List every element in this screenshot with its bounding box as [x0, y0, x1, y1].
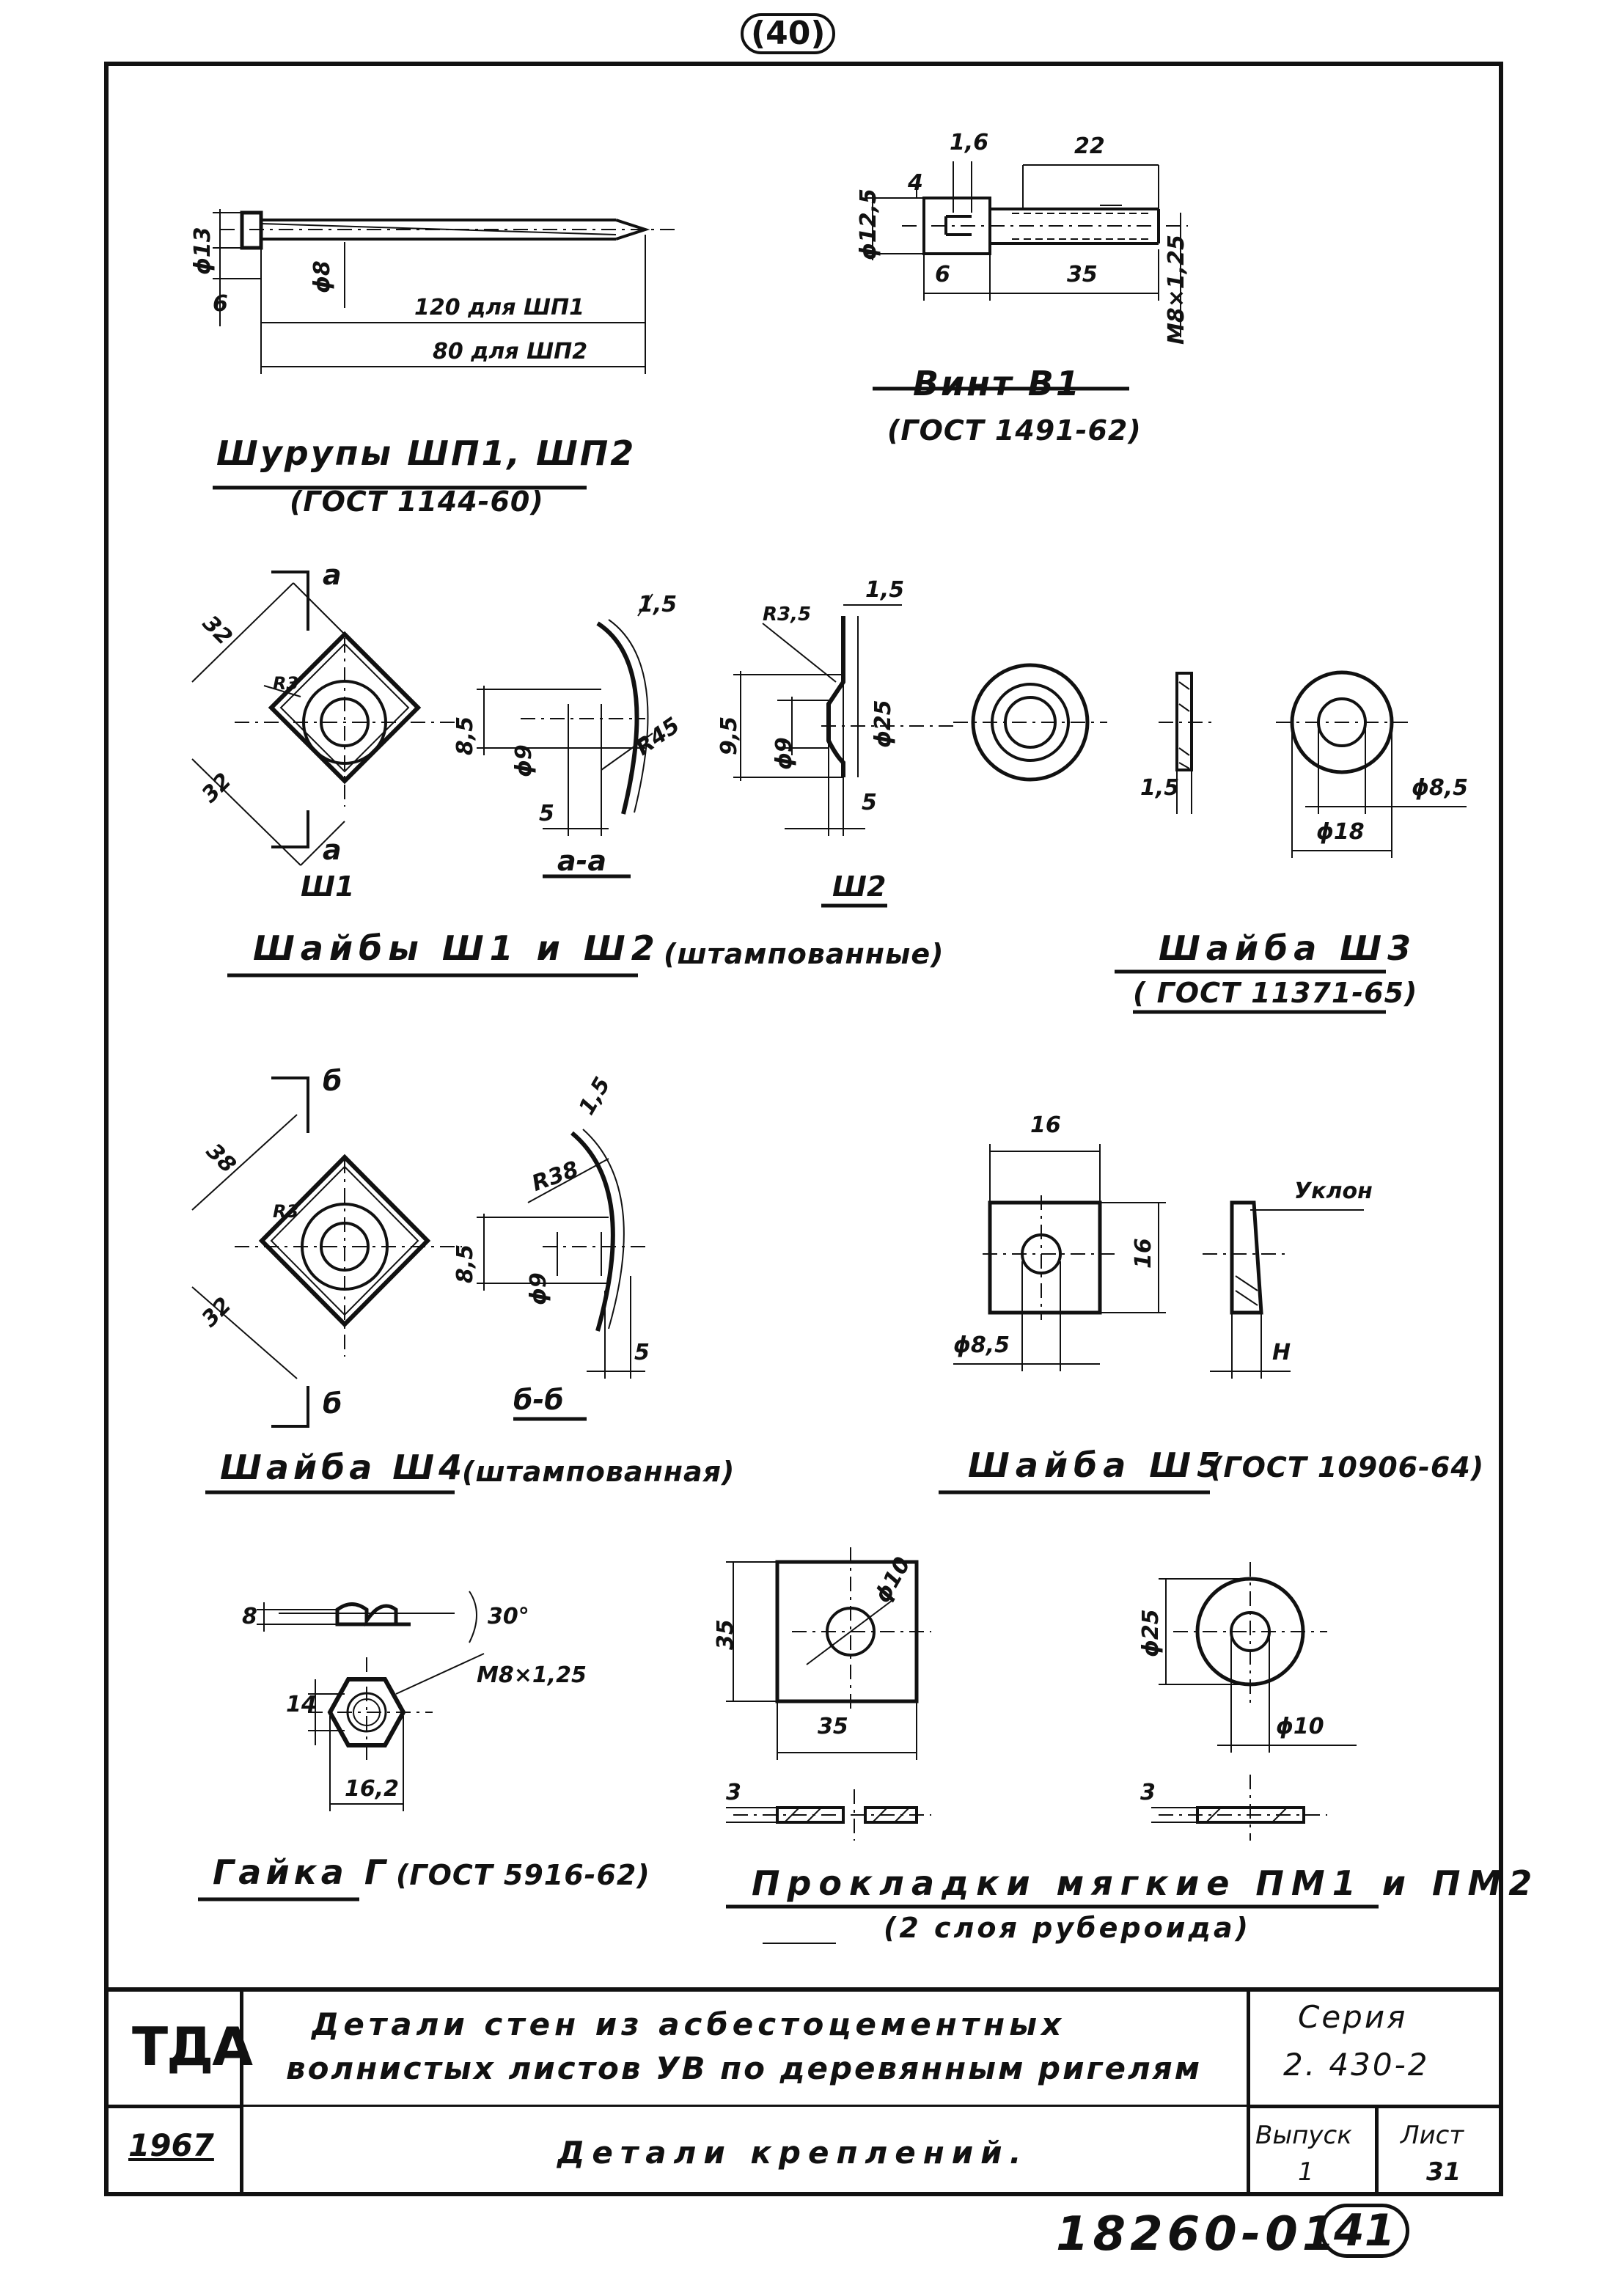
w1-cut-bottom: а: [323, 834, 342, 866]
w5-thick: Н: [1272, 1340, 1291, 1365]
w2-r: R3,5: [763, 604, 812, 626]
b1-dim-1: 1,6: [950, 130, 989, 155]
w3-dia-out: ϕ18: [1316, 819, 1365, 845]
b1-head-h: 6: [935, 262, 950, 287]
screws-len2: 80 для ШП2: [433, 339, 588, 364]
pm1-w: 35: [818, 1714, 848, 1739]
w1-dia: ϕ9: [511, 744, 537, 777]
w2-h: 9,5: [716, 716, 742, 755]
w2-dia2: ϕ25: [870, 700, 896, 748]
tb-title-line1: Детали стен из асбестоцементных: [312, 2006, 1066, 2042]
pm1-t: 3: [726, 1780, 741, 1805]
w1-h: 8,5: [452, 716, 478, 755]
washer-w4-section: [205, 1129, 645, 1494]
washer-w1-plan: [191, 571, 455, 866]
tb-issue-value: 1: [1298, 2157, 1314, 2187]
w4-h: 8,5: [452, 1244, 478, 1283]
w5-h: 16: [1131, 1238, 1156, 1269]
w5-dia: ϕ8,5: [953, 1332, 1010, 1358]
tb-series-label: Серия: [1298, 1999, 1408, 2035]
washer-w2-plan: [953, 663, 1107, 782]
tb-divider: [104, 2105, 1503, 2107]
washer-w4-plan: [191, 1077, 462, 1428]
b1-thread: М8×1,25: [1164, 235, 1189, 345]
pm2-hole: ϕ10: [1276, 1714, 1324, 1739]
screw-drawing: [213, 209, 675, 374]
screws-head-dia: ϕ13: [190, 227, 216, 275]
sheet-mark: (40): [741, 13, 836, 54]
tb-title-line2: волнистых листов УВ по деревянным ригеля…: [286, 2050, 1203, 2086]
w1w2-note: (штампованные): [664, 938, 944, 970]
w3-title: Шайба Ш3: [1159, 928, 1417, 968]
w4-dia: ϕ9: [526, 1272, 551, 1305]
tb-issue-label: Выпуск: [1255, 2121, 1352, 2150]
b1-dim-22: 22: [1074, 133, 1105, 159]
b1-dim-2: 4: [908, 170, 923, 196]
screws-standard: (ГОСТ 1144-60): [290, 485, 544, 518]
nut-angle: 30°: [488, 1604, 529, 1629]
screws-title: Шурупы ШП1, ШП2: [216, 433, 636, 473]
bottom-code: 18260-01: [1056, 2207, 1340, 2262]
w1-cut-top: а: [323, 559, 342, 591]
w1-r: R3: [273, 673, 299, 694]
b1-standard: (ГОСТ 1491-62): [887, 414, 1142, 447]
b1-title: Винт В1: [913, 364, 1082, 403]
screws-head-h: 6: [213, 291, 228, 317]
tb-subtitle: Детали креплений.: [557, 2135, 1029, 2171]
nut-h: 8: [242, 1604, 257, 1629]
w4-cut-top: б: [323, 1065, 342, 1097]
w2-base: 5: [862, 790, 877, 815]
nut-standard: (ГОСТ 5916-62): [396, 1859, 650, 1891]
nut-w: 16,2: [345, 1776, 400, 1802]
w1-section: а-а: [557, 845, 607, 877]
pm2-t: 3: [1140, 1780, 1156, 1805]
nut-thread: М8×1,25: [477, 1662, 587, 1688]
b1-len: 35: [1067, 262, 1098, 287]
w2-dia: ϕ9: [771, 737, 797, 770]
bottom-circle: 41: [1320, 2204, 1409, 2258]
w4-note: (штампованная): [462, 1456, 735, 1488]
b1-head-dia: ϕ12,5: [856, 188, 881, 260]
washer-w1-section: [477, 593, 653, 879]
w4-r: R3: [273, 1201, 299, 1222]
w2-t: 1,5: [865, 577, 905, 603]
w1-label: Ш1: [301, 870, 355, 903]
gaskets-note: (2 слоя рубероида): [884, 1912, 1252, 1944]
gaskets-title: Прокладки мягкие ПМ1 и ПМ2: [752, 1863, 1540, 1903]
w1w2-title: Шайбы Ш1 и Ш2: [253, 928, 661, 968]
tb-series-value: 2. 430-2: [1283, 2047, 1430, 2083]
w1-base: 5: [539, 801, 554, 826]
tb-org: ТДА: [132, 2016, 253, 2077]
w5-slope: Уклон: [1294, 1178, 1373, 1204]
gasket-pm1-drawing: [726, 1547, 931, 1841]
w4-base: 5: [634, 1340, 650, 1365]
tb-year: 1967: [128, 2127, 214, 2163]
screws-shank: ϕ8: [309, 260, 335, 293]
w3-dia-in: ϕ8,5: [1412, 775, 1469, 801]
nut-s: 14: [286, 1692, 317, 1717]
w5-w: 16: [1030, 1112, 1061, 1138]
washer-w5-drawing: [939, 1144, 1364, 1494]
w2-label: Ш2: [832, 870, 887, 903]
w3-standard: ( ГОСТ 11371-65): [1133, 977, 1418, 1009]
w1-t: 1,5: [638, 592, 678, 617]
washer-w2-section: [733, 604, 953, 908]
screw-b1-drawing: [865, 161, 1188, 391]
tb-sheet-label: Лист: [1401, 2121, 1464, 2150]
nut-title: Гайка Г: [213, 1852, 391, 1892]
tb-sheet-value: 31: [1426, 2157, 1461, 2187]
washer-w3-drawing: [1115, 670, 1467, 1014]
pm2-dia: ϕ25: [1138, 1609, 1164, 1657]
w3-t: 1,5: [1140, 775, 1180, 801]
w4-section: б-б: [513, 1384, 564, 1416]
w4-title: Шайба Ш4: [220, 1448, 467, 1487]
pm1-h: 35: [713, 1619, 738, 1650]
nut-drawing: [198, 1591, 485, 1901]
w5-standard: (ГОСТ 10906-64): [1210, 1451, 1485, 1483]
gasket-pm2-drawing: [726, 1562, 1379, 1944]
w4-cut-bottom: б: [323, 1387, 342, 1420]
w5-title: Шайба Ш5: [968, 1445, 1227, 1485]
screws-len1: 120 для ШП1: [414, 295, 585, 320]
